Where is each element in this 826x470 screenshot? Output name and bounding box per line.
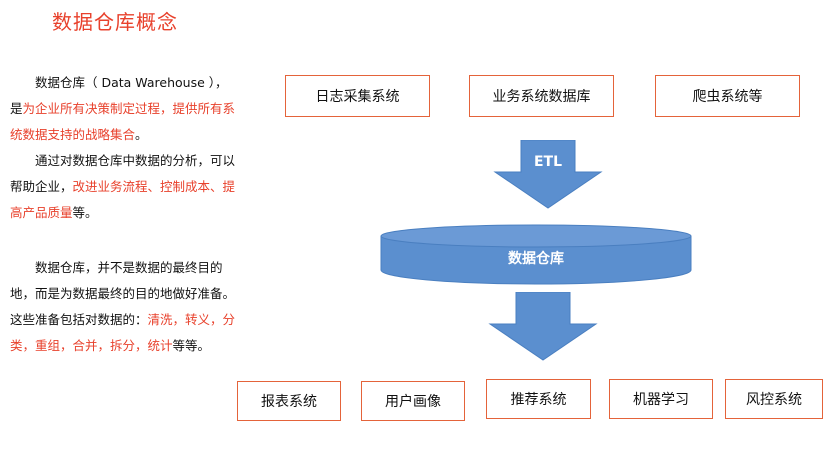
source-box-business-db: 业务系统数据库	[469, 75, 614, 117]
purpose-text: 数据仓库，并不是数据的最终目的地，而是为数据最终的目的地做好准备。这些准备包括对…	[10, 260, 236, 327]
consumer-box-risk-control: 风控系统	[725, 379, 823, 419]
source-box-log: 日志采集系统	[285, 75, 430, 117]
purpose-highlight: 清洗，转义，分类，重组，合并，拆分，统计	[10, 312, 236, 353]
warehouse-cylinder	[380, 224, 692, 285]
etl-label: ETL	[533, 154, 563, 170]
source-box-crawler: 爬虫系统等	[655, 75, 800, 117]
warehouse-label: 数据仓库	[508, 251, 564, 267]
output-arrow	[488, 292, 598, 361]
consumer-box-machine-learning: 机器学习	[609, 379, 713, 419]
definition-line1: 数据仓库（ Data Warehouse ），	[35, 75, 228, 90]
etl-arrow	[493, 140, 603, 209]
analysis-text: 通过对数据仓库中数据的分析，可以帮助企业，	[10, 153, 236, 194]
definition-highlight: 为企业所有决策制定过程，提供所有系统数据支持的战略集合	[10, 101, 236, 142]
purpose-paragraph: 数据仓库，并不是数据的最终目的地，而是为数据最终的目的地做好准备。这些准备包括对…	[10, 260, 236, 353]
consumer-box-user-profile: 用户画像	[361, 381, 465, 421]
page-title: 数据仓库概念	[52, 10, 178, 34]
definition-paragraph: 数据仓库（ Data Warehouse ）， 是为企业所有决策制定过程，提供所…	[10, 75, 236, 220]
consumer-box-recommendation: 推荐系统	[486, 379, 591, 419]
consumer-box-report: 报表系统	[237, 381, 341, 421]
analysis-highlight: 改进业务流程、控制成本、提高产品质量	[10, 179, 236, 220]
